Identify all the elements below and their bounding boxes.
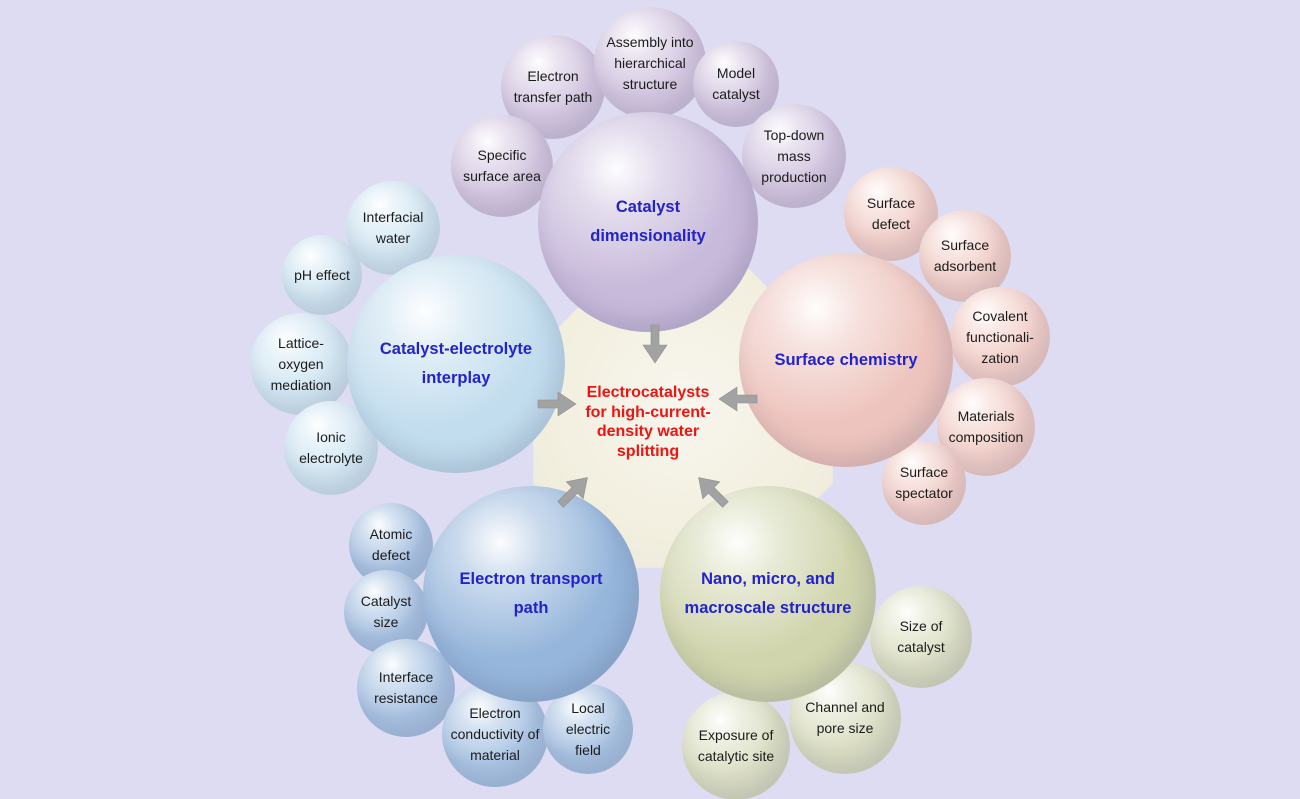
- satellite-label: Top-down mass production: [761, 126, 827, 185]
- cluster-bubble-surface-chemistry: Surface chemistry: [739, 253, 953, 467]
- center-topic-line: for high-current-: [585, 403, 711, 421]
- satellite-bubble: Specific surface area: [451, 115, 553, 217]
- satellite-label: Channel and pore size: [805, 699, 885, 736]
- satellite-bubble: Size of catalyst: [870, 586, 972, 688]
- satellite-label: Model catalyst: [712, 65, 760, 102]
- arrow-left-icon: [718, 386, 758, 412]
- cluster-label: Surface chemistry: [774, 350, 918, 369]
- satellite-label: Interface resistance: [374, 669, 438, 706]
- satellite-label: pH effect: [294, 266, 350, 283]
- center-topic-line: density water: [596, 423, 700, 441]
- satellite-label: Covalent functionali-zation: [966, 307, 1034, 366]
- satellite-label: Lattice-oxygen mediation: [270, 334, 332, 393]
- cluster-bubble-electron-transport-path: Electron transport path: [423, 486, 639, 702]
- satellite-label: Catalyst size: [360, 593, 412, 630]
- satellite-label: Surface adsorbent: [933, 237, 997, 274]
- satellite-label: Exposure of catalytic site: [697, 727, 775, 764]
- satellite-label: Surface defect: [866, 195, 916, 232]
- cluster-label: Catalyst-electrolyte interplay: [379, 340, 533, 387]
- cluster-label: Electron transport path: [459, 570, 603, 617]
- satellite-bubble: Lattice-oxygen mediation: [250, 313, 352, 415]
- center-topic: Electrocatalysts for high-current- densi…: [568, 383, 728, 461]
- satellite-bubble: Top-down mass production: [742, 104, 846, 208]
- satellite-label: Surface spectator: [895, 464, 953, 501]
- satellite-label: Interfacial water: [362, 209, 424, 246]
- cluster-bubble-catalyst-electrolyte-interplay: Catalyst-electrolyte interplay: [347, 255, 565, 473]
- satellite-bubble: Surface adsorbent: [919, 210, 1011, 302]
- satellite-bubble: Ionic electrolyte: [284, 401, 378, 495]
- satellite-label: Electron transfer path: [513, 68, 593, 105]
- center-topic-line: Electrocatalysts: [586, 384, 710, 401]
- center-topic-line: splitting: [616, 442, 680, 460]
- arrow-up-right-icon: [557, 477, 588, 508]
- satellite-label: Materials composition: [948, 408, 1024, 445]
- arrow-up-left-icon: [698, 477, 729, 508]
- satellite-bubble: pH effect: [282, 235, 362, 315]
- satellite-label: Specific surface area: [463, 147, 541, 184]
- cluster-bubble-catalyst-dimensionality: Catalyst dimensionality: [538, 112, 758, 332]
- satellite-bubble: Local electric field: [543, 684, 633, 774]
- satellite-label: Atomic defect: [369, 526, 413, 563]
- cluster-label: Nano, micro, and macroscale structure: [684, 570, 852, 617]
- cluster-bubble-nano-micro-macroscale-structure: Nano, micro, and macroscale structure: [660, 486, 876, 702]
- satellite-bubble: Exposure of catalytic site: [682, 692, 790, 799]
- satellite-bubble: Channel and pore size: [789, 662, 901, 774]
- satellite-label: Size of catalyst: [897, 618, 945, 655]
- satellite-label: Electron conductivity of material: [450, 704, 540, 763]
- cluster-label: Catalyst dimensionality: [590, 198, 706, 245]
- satellite-bubble: Surface spectator: [882, 441, 966, 525]
- satellite-label: Ionic electrolyte: [299, 429, 363, 466]
- satellite-bubble: Covalent functionali-zation: [950, 287, 1050, 387]
- arrow-right-icon: [537, 391, 577, 417]
- satellite-label: Local electric field: [565, 699, 611, 758]
- satellite-bubble: Interface resistance: [357, 639, 455, 737]
- satellite-label: Assembly into hierarchical structure: [606, 33, 694, 92]
- arrow-down-icon: [642, 324, 668, 364]
- satellite-bubble: Assembly into hierarchical structure: [594, 7, 706, 119]
